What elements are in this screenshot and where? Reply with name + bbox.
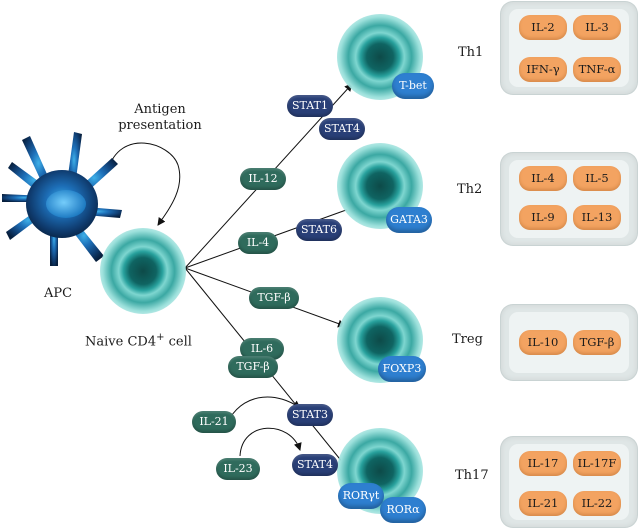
cytokine-il3: IL-3 — [573, 15, 621, 40]
naive-label-sup: + — [156, 332, 165, 343]
cytokine-tgf-beta: TGF-β — [573, 330, 621, 355]
cytokine-il21: IL-21 — [519, 491, 567, 516]
cytokine-tnf-alpha: TNF-α — [573, 57, 621, 82]
tf-gata3: GATA3 — [386, 207, 432, 233]
naive-cd4-cell — [100, 228, 186, 314]
signal-il23: IL-23 — [216, 458, 260, 480]
antigen-presentation-line1: Antigen — [134, 102, 186, 117]
subset-label-th17: Th17 — [455, 468, 489, 483]
il23-arrow — [239, 427, 302, 457]
signal-stat4-th1: STAT4 — [319, 118, 365, 140]
signal-tgfb-th17: TGF-β — [228, 356, 278, 378]
apc-dendritic-cell — [2, 132, 122, 266]
th1-cytokine-panel: IL-2 IL-3 IFN-γ TNF-α — [501, 2, 637, 94]
signal-stat1: STAT1 — [287, 95, 333, 117]
naive-label-suffix: cell — [164, 334, 192, 350]
subset-label-th2: Th2 — [457, 182, 483, 197]
cytokine-il10: IL-10 — [519, 330, 567, 355]
signal-il4: IL-4 — [238, 232, 278, 254]
cytokine-il5: IL-5 — [573, 166, 621, 191]
signal-il12: IL-12 — [240, 168, 286, 190]
signal-stat6: STAT6 — [296, 219, 342, 241]
signal-tgfb-treg: TGF-β — [249, 287, 299, 309]
cytokine-il4: IL-4 — [519, 166, 567, 191]
signal-stat3: STAT3 — [287, 404, 333, 426]
cytokine-il17: IL-17 — [519, 451, 567, 476]
signal-il6: IL-6 — [240, 338, 284, 360]
antigen-presentation-label: Antigen presentation — [110, 102, 210, 134]
tf-foxp3: FOXP3 — [378, 356, 426, 382]
th2-cytokine-panel: IL-4 IL-5 IL-9 IL-13 — [501, 153, 637, 245]
antigen-presentation-line2: presentation — [118, 118, 202, 133]
signal-stat4-th17: STAT4 — [292, 454, 338, 476]
cytokine-il22: IL-22 — [573, 491, 621, 516]
subset-label-th1: Th1 — [458, 45, 484, 60]
antigen-presentation-arrow — [107, 142, 181, 226]
subset-label-treg: Treg — [452, 332, 483, 347]
tf-tbet: T-bet — [392, 73, 434, 99]
apc-nucleus — [46, 190, 86, 218]
tf-rorgt: RORγt — [338, 483, 384, 509]
cytokine-ifn-gamma: IFN-γ — [519, 57, 567, 82]
il21-arrow — [229, 396, 301, 419]
naive-cd4-cell-label: Naive CD4+ cell — [85, 330, 192, 350]
treg-cytokine-panel: IL-10 TGF-β — [501, 305, 637, 380]
apc-label: APC — [44, 286, 73, 301]
naive-label-prefix: Naive CD4 — [85, 334, 157, 350]
cytokine-il9: IL-9 — [519, 205, 567, 230]
cytokine-il17f: IL-17F — [573, 451, 621, 476]
cytokine-il2: IL-2 — [519, 15, 567, 40]
cytokine-il13: IL-13 — [573, 205, 621, 230]
th17-cytokine-panel: IL-17 IL-17F IL-21 IL-22 — [501, 437, 637, 527]
signal-il21: IL-21 — [192, 411, 236, 433]
tf-rora: RORα — [380, 497, 426, 523]
